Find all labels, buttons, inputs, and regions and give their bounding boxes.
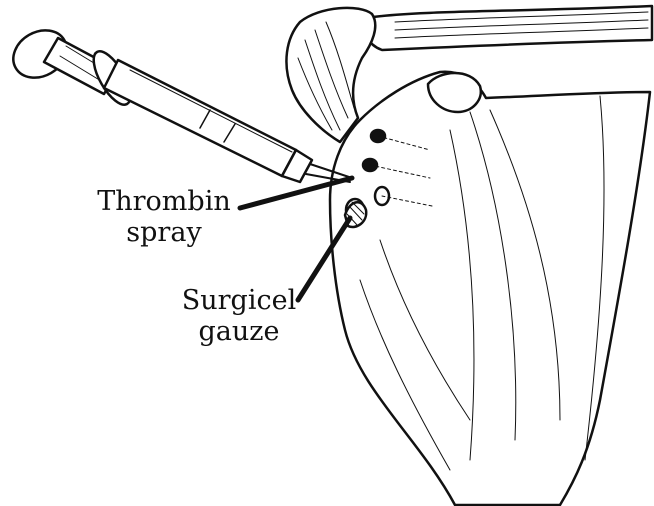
scapula-bone [330,72,650,505]
thrombin-label-line1: Thrombin [94,186,234,217]
thrombin-label-line2: spray [94,217,234,248]
surgicel-label-line2: gauze [178,316,300,347]
surgicel-gauze-label: Surgicel gauze [178,285,300,347]
surgicel-label-line1: Surgicel [178,285,300,316]
clavicle-bone [364,6,652,50]
thrombin-spray-label: Thrombin spray [94,186,234,248]
